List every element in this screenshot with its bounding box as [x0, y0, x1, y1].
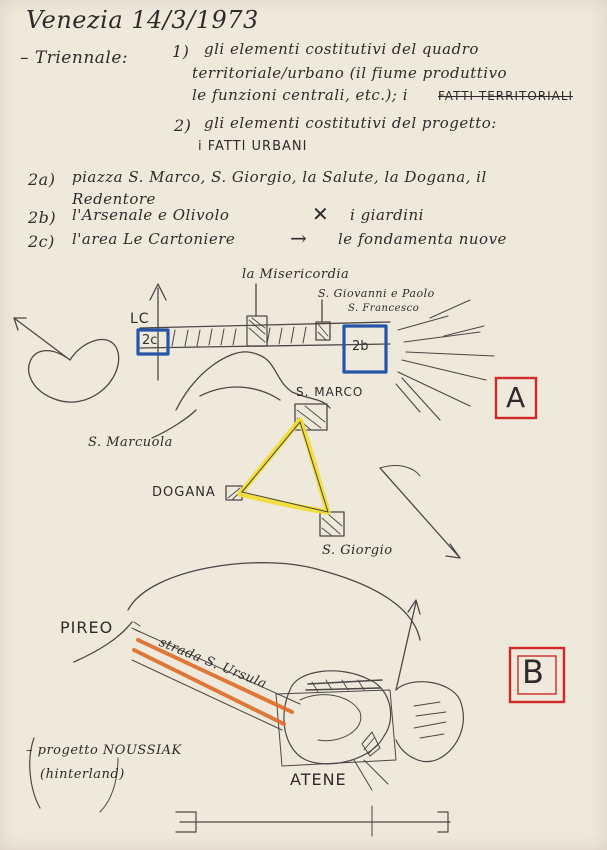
diagonal-line: [379, 467, 461, 559]
list-2c-tail: le fondamenta nuove: [338, 230, 507, 248]
canal-curve: [175, 351, 331, 411]
red-box-b: [508, 646, 566, 704]
list-2b-tail: i giardini: [350, 206, 424, 224]
lc-arrow: [149, 283, 167, 381]
label-progetto-note: – progetto NOUSSIAK: [26, 743, 182, 758]
misericordia-block: [246, 315, 268, 347]
list-2b-cross-mark: ✕: [312, 202, 330, 226]
point-2-line-1: gli elementi costitutivi del progetto:: [204, 114, 497, 132]
orange-line-upper: [136, 638, 294, 714]
hinterland-bracket: [29, 737, 41, 809]
sgiorgio-block: [319, 511, 345, 537]
list-2a-text-continued: Redentore: [72, 190, 156, 208]
right-rays: [395, 315, 495, 421]
point-1-line-1: gli elementi costitutivi del quadro: [204, 40, 479, 58]
left-loop: [13, 317, 120, 403]
label-atene: ATENE: [290, 770, 347, 789]
point-1-line-2: territoriale/urbano (il fiume produttivo: [192, 64, 508, 82]
tag-b: B: [522, 653, 545, 691]
pireo-bracket: [73, 621, 133, 663]
blue-box-right: [342, 324, 388, 374]
label-san-giovanni-paolo: S. Giovanni e Paolo: [318, 287, 435, 300]
label-san-marcuola: S. Marcuola: [88, 435, 173, 450]
label-hinterland: (hinterland): [40, 767, 125, 782]
bottom-axis: [175, 811, 451, 833]
list-2b-text: l'Arsenale e Olivolo: [72, 206, 230, 224]
list-2a-text: piazza S. Marco, S. Giorgio, la Salute, …: [72, 168, 487, 186]
tag-a: A: [506, 381, 527, 414]
date-heading: Venezia 14/3/1973: [26, 6, 259, 34]
list-2c-number: 2c): [28, 232, 55, 251]
label-pireo: PIREO: [60, 618, 114, 637]
list-2b-number: 2b): [28, 208, 57, 227]
atene-outline: [275, 689, 397, 767]
label-san-marco: S. MARCO: [296, 385, 364, 399]
list-2c-text: l'area Le Cartoniere: [72, 230, 236, 248]
label-misericordia: la Misericordia: [242, 267, 350, 282]
smarcuola-leader: [151, 409, 197, 439]
sketch-b-arrow: [395, 599, 421, 691]
sketch-b-arc: [127, 562, 421, 641]
point-1-number: 1): [172, 42, 190, 61]
blue-box-left: [136, 328, 170, 356]
label-dogana: DOGANA: [152, 485, 216, 500]
atene-blob: [283, 670, 392, 765]
point-1-line-3: le funzioni centrali, etc.); i: [192, 86, 409, 104]
list-2a-number: 2a): [28, 170, 56, 189]
box-label-2c: 2c: [142, 333, 158, 348]
atene-inner: [299, 694, 362, 742]
box-label-2b: 2b: [352, 339, 369, 354]
point-2-number: 2): [174, 116, 192, 135]
point-2-line-2: i FATTI URBANI: [198, 139, 308, 154]
label-san-francesco: S. Francesco: [348, 303, 420, 314]
triennale-label: – Triennale:: [20, 48, 129, 68]
point-1-struck-text: FATTI TERRITORIALI: [438, 89, 574, 103]
bridge-hatching: [171, 326, 307, 347]
sgp-block: [315, 321, 331, 341]
atene-hatch: [305, 679, 383, 691]
orange-line-lower: [132, 648, 286, 726]
list-2c-arrow: →: [290, 226, 308, 250]
red-box-a: [494, 376, 538, 420]
label-lc: LC: [130, 311, 150, 327]
right-lobe: [395, 681, 464, 763]
bridge-band-top: [139, 321, 391, 329]
label-san-giorgio: S. Giorgio: [322, 543, 393, 558]
yellow-triangle: [237, 417, 331, 515]
